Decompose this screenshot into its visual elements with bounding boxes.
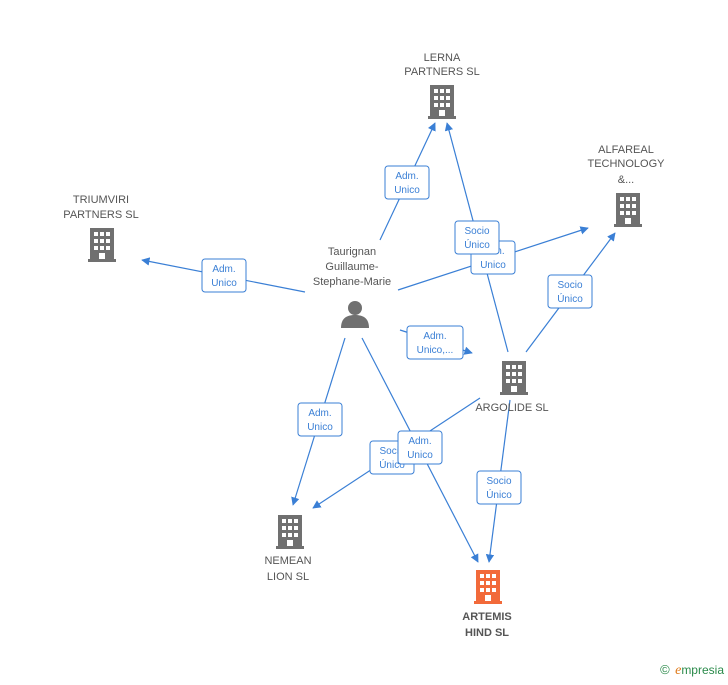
edge-label-argolide-artemis[interactable]: Socio Único [476, 470, 522, 505]
building-icon [276, 515, 304, 549]
svg-text:HIND SL: HIND SL [465, 627, 509, 639]
node-lerna-partners[interactable]: LERNA PARTNERS SL [404, 52, 480, 119]
building-icon [500, 361, 528, 395]
building-icon [428, 85, 456, 119]
svg-text:Socio: Socio [557, 280, 582, 291]
svg-text:Socio: Socio [486, 476, 511, 487]
person-icon [341, 301, 369, 328]
svg-text:TRIUMVIRI: TRIUMVIRI [73, 194, 129, 206]
svg-text:Socio: Socio [464, 226, 489, 237]
building-icon [614, 193, 642, 227]
edge-label-argolide-alfareal[interactable]: Socio Único [547, 274, 593, 309]
edge-label-person-artemis[interactable]: Adm. Unico [397, 430, 443, 465]
edge-label-argolide-lerna[interactable]: Socio Único [454, 220, 500, 255]
brand-logo-text: mpresia [681, 663, 724, 677]
svg-text:&...: &... [618, 174, 635, 186]
node-nemean-lion[interactable]: NEMEAN LION SL [264, 515, 312, 583]
svg-text:Único: Único [464, 238, 490, 251]
svg-text:Adm.: Adm. [212, 264, 235, 275]
edge-label-person-argolide[interactable]: Adm. Unico,... [406, 325, 464, 360]
edge-label-person-lerna[interactable]: Adm. Unico [384, 165, 430, 200]
svg-text:Unico: Unico [407, 450, 433, 461]
svg-text:Stephane-Marie: Stephane-Marie [313, 276, 391, 288]
svg-text:ARTEMIS: ARTEMIS [462, 611, 512, 623]
brand-footer: © empresia [660, 662, 724, 679]
svg-text:Unico: Unico [394, 185, 420, 196]
svg-text:PARTNERS SL: PARTNERS SL [404, 66, 479, 78]
svg-text:Único: Único [557, 292, 583, 305]
svg-text:TECHNOLOGY: TECHNOLOGY [587, 158, 665, 170]
svg-text:Unico: Unico [480, 260, 506, 271]
edge-label-person-triumviri[interactable]: Adm. Unico [201, 258, 247, 293]
svg-text:Único: Único [486, 488, 512, 501]
svg-text:Adm.: Adm. [308, 408, 331, 419]
svg-text:Taurignan: Taurignan [328, 246, 376, 258]
svg-text:NEMEAN: NEMEAN [264, 555, 311, 567]
svg-text:Adm.: Adm. [395, 171, 418, 182]
svg-text:ARGOLIDE SL: ARGOLIDE SL [475, 402, 548, 414]
svg-text:LION SL: LION SL [267, 571, 309, 583]
brand-logo-initial: e [675, 663, 682, 678]
building-icon [474, 570, 502, 604]
svg-text:Unico: Unico [307, 422, 333, 433]
node-triumviri-partners[interactable]: TRIUMVIRI PARTNERS SL [63, 194, 139, 262]
svg-text:Guillaume-: Guillaume- [325, 261, 379, 273]
copyright-symbol: © [660, 662, 670, 677]
svg-text:ALFAREAL: ALFAREAL [598, 144, 654, 156]
edges [141, 122, 616, 563]
building-icon [88, 228, 116, 262]
node-argolide[interactable]: ARGOLIDE SL [475, 361, 549, 414]
edge-label-person-nemean[interactable]: Adm. Unico [297, 402, 343, 437]
svg-text:Adm.: Adm. [408, 436, 431, 447]
svg-text:Unico,...: Unico,... [417, 345, 454, 356]
svg-text:Socio: Socio [379, 446, 404, 457]
svg-text:Unico: Unico [211, 278, 237, 289]
node-alfareal-technology[interactable]: ALFAREAL TECHNOLOGY &... [587, 144, 665, 227]
node-artemis-hind[interactable]: ARTEMIS HIND SL [462, 570, 512, 639]
node-person-taurignan[interactable]: Taurignan Guillaume- Stephane-Marie [313, 246, 391, 328]
svg-text:PARTNERS SL: PARTNERS SL [63, 209, 138, 221]
svg-text:LERNA: LERNA [424, 52, 461, 64]
svg-text:Adm.: Adm. [423, 331, 446, 342]
